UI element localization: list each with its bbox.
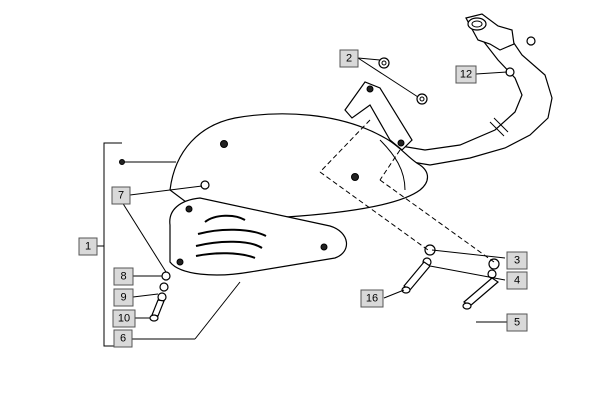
leader-lines xyxy=(121,57,508,340)
callout-16: 16 xyxy=(360,289,384,308)
bolts xyxy=(149,261,499,322)
callout-label: 1 xyxy=(85,241,91,253)
callout-label: 2 xyxy=(346,53,352,65)
callout-1: 1 xyxy=(78,237,98,256)
callout-6: 6 xyxy=(113,329,133,348)
callout-label: 16 xyxy=(366,293,378,305)
callout-label: 5 xyxy=(514,317,520,329)
callout-8: 8 xyxy=(113,267,134,286)
group-bracket xyxy=(97,142,176,347)
heat-shield xyxy=(169,197,347,276)
callout-label: 3 xyxy=(514,255,520,267)
muffler-body xyxy=(169,113,429,218)
callout-label: 10 xyxy=(118,313,130,325)
callout-label: 6 xyxy=(120,333,126,345)
callout-12: 12 xyxy=(455,65,477,84)
callout-9: 9 xyxy=(113,288,134,307)
callout-5: 5 xyxy=(506,313,528,332)
callout-10: 10 xyxy=(112,309,136,328)
callout-4: 4 xyxy=(506,271,528,290)
callout-label: 12 xyxy=(460,69,472,81)
callout-2: 2 xyxy=(339,49,359,68)
callout-label: 9 xyxy=(120,292,126,304)
callout-label: 7 xyxy=(118,190,124,202)
mounting-bracket xyxy=(344,81,413,151)
callout-label: 4 xyxy=(514,275,520,287)
assembly-lines xyxy=(319,119,495,263)
callout-3: 3 xyxy=(506,251,528,270)
callout-label: 8 xyxy=(120,271,126,283)
callout-7: 7 xyxy=(111,186,131,205)
